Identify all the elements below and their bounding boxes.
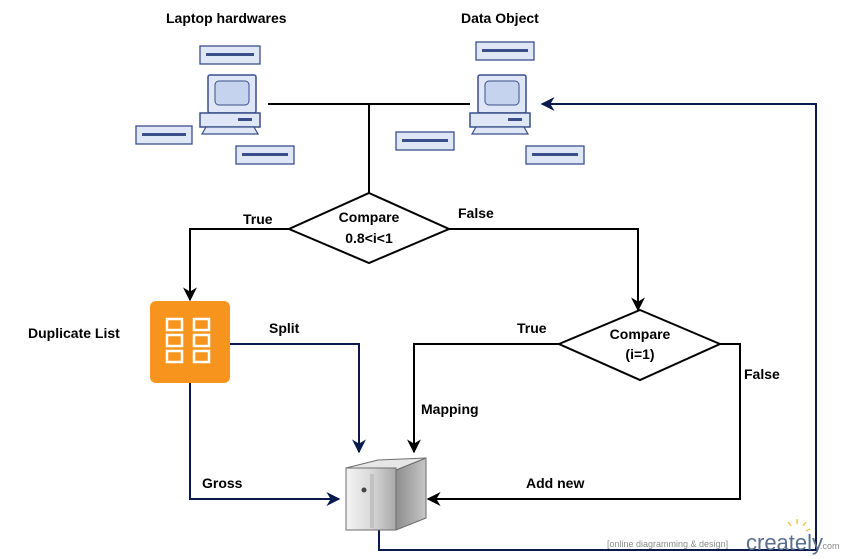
edge-true-mapping-to-server bbox=[407, 343, 559, 454]
edges bbox=[183, 97, 817, 551]
server-icon bbox=[345, 457, 427, 531]
duplicate-list-label: Duplicate List bbox=[28, 325, 120, 341]
edge-label-add-new: Add new bbox=[526, 475, 584, 491]
edge-label-false-1: False bbox=[458, 205, 494, 221]
laptop-hardwares-label: Laptop hardwares bbox=[166, 10, 287, 26]
edge-false-add-new-to-server bbox=[426, 343, 741, 506]
edge-label-true-1: True bbox=[243, 211, 273, 227]
edge-gross-to-server bbox=[189, 383, 341, 506]
network-device-icon bbox=[395, 131, 455, 151]
data-object-group bbox=[395, 41, 585, 165]
edge-split-to-server bbox=[230, 343, 366, 454]
edge-label-mapping: Mapping bbox=[421, 401, 479, 417]
compare2-line1: Compare bbox=[610, 326, 671, 342]
watermark-suffix: .com bbox=[820, 541, 840, 551]
computer-icon bbox=[199, 74, 261, 135]
watermark-tagline: [online diagramming & design] bbox=[607, 539, 728, 549]
laptop-hardwares-group bbox=[135, 45, 295, 165]
edge-true-to-duplicate-list bbox=[183, 228, 289, 302]
data-object-label: Data Object bbox=[461, 10, 539, 26]
compare-decision-2: Compare (i=1) bbox=[556, 308, 723, 382]
compare2-line2: (i=1) bbox=[625, 346, 654, 362]
compare1-line1: Compare bbox=[339, 209, 400, 225]
edge-server-to-data-object bbox=[378, 97, 817, 551]
edge-label-split: Split bbox=[269, 320, 300, 336]
edge-label-gross: Gross bbox=[202, 475, 243, 491]
network-device-icon bbox=[235, 145, 295, 165]
edge-label-true-2: True bbox=[517, 320, 547, 336]
edge-false-to-compare2 bbox=[449, 228, 645, 312]
compare1-line2: 0.8<i<1 bbox=[345, 230, 393, 246]
compare-decision-1: Compare 0.8<i<1 bbox=[286, 191, 452, 265]
edge-label-false-2: False bbox=[744, 366, 780, 382]
network-device-icon bbox=[475, 41, 535, 61]
network-device-icon bbox=[135, 125, 193, 145]
network-device-icon bbox=[199, 45, 261, 65]
watermark-brand: creately bbox=[746, 530, 823, 555]
computer-icon bbox=[469, 74, 531, 135]
creately-watermark: [online diagramming & design] creately .… bbox=[607, 519, 840, 555]
network-device-icon bbox=[525, 145, 585, 165]
sun-icon bbox=[787, 519, 811, 532]
duplicate-list-icon bbox=[150, 301, 230, 383]
